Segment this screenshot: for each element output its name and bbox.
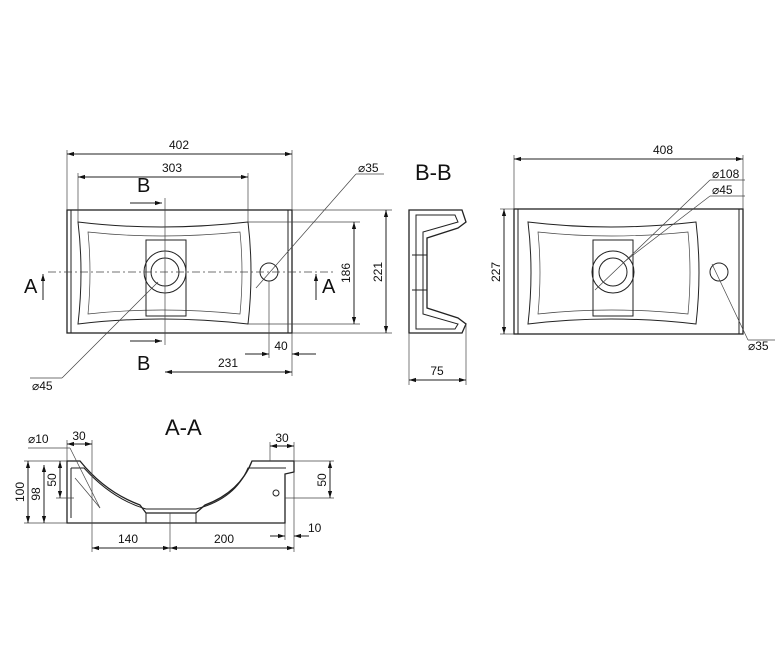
plan-view	[48, 198, 336, 345]
section-a-a: A-A ⌀10 30 30 100 98 50	[13, 415, 334, 552]
dim-bottom-depth: 227	[489, 262, 503, 282]
bottom-outline	[513, 208, 744, 335]
basin-outline	[66, 209, 293, 334]
bowl-contour	[77, 221, 252, 325]
dim-bottom-drain-dia: ⌀45	[712, 183, 733, 197]
bottom-view: 408 ⌀108 ⌀45 227 ⌀35	[489, 143, 775, 353]
dim-aa-drain-left: 140	[118, 532, 138, 546]
dim-aa-base-thickness: 10	[308, 521, 322, 535]
section-b-b-title: B-B	[415, 160, 452, 185]
dim-aa-left-offset: 30	[72, 429, 86, 443]
dim-bowl-depth: 186	[339, 263, 353, 283]
dim-aa-overflow-dia: ⌀10	[28, 432, 49, 446]
dim-bottom-width: 408	[653, 143, 673, 157]
dim-overall-depth: 221	[371, 262, 385, 282]
dim-aa-height-inner: 98	[29, 487, 43, 501]
dim-bowl-width: 303	[162, 161, 182, 175]
dim-drain-dia: ⌀45	[32, 379, 53, 393]
dim-overall-width: 402	[169, 138, 189, 152]
dim-aa-right-offset: 30	[275, 431, 289, 445]
section-a-a-title: A-A	[165, 415, 202, 440]
section-b-top-label: B	[137, 175, 150, 197]
dim-tap-hole-dia: ⌀35	[358, 161, 379, 175]
section-a-right-label: A	[322, 276, 336, 298]
dim-aa-drain-right: 200	[214, 532, 234, 546]
dim-bb-depth: 75	[430, 364, 444, 378]
section-a-left-label: A	[24, 276, 38, 298]
dim-aa-left-height: 50	[45, 473, 59, 487]
dim-bottom-outer-dia: ⌀108	[712, 167, 740, 181]
dim-aa-right-height: 50	[315, 473, 329, 487]
plan-dimensions: 402 303 B B A A ⌀35 186 221	[24, 138, 392, 393]
dim-aa-height-outer: 100	[13, 482, 27, 502]
dim-bottom-tap-dia: ⌀35	[748, 339, 769, 353]
section-b-bottom-label: B	[137, 353, 150, 375]
section-a-a-body	[66, 460, 295, 524]
dim-tap-offset: 40	[274, 339, 288, 353]
section-b-b: B-B 75	[408, 160, 467, 385]
dim-drain-offset: 231	[218, 356, 238, 370]
